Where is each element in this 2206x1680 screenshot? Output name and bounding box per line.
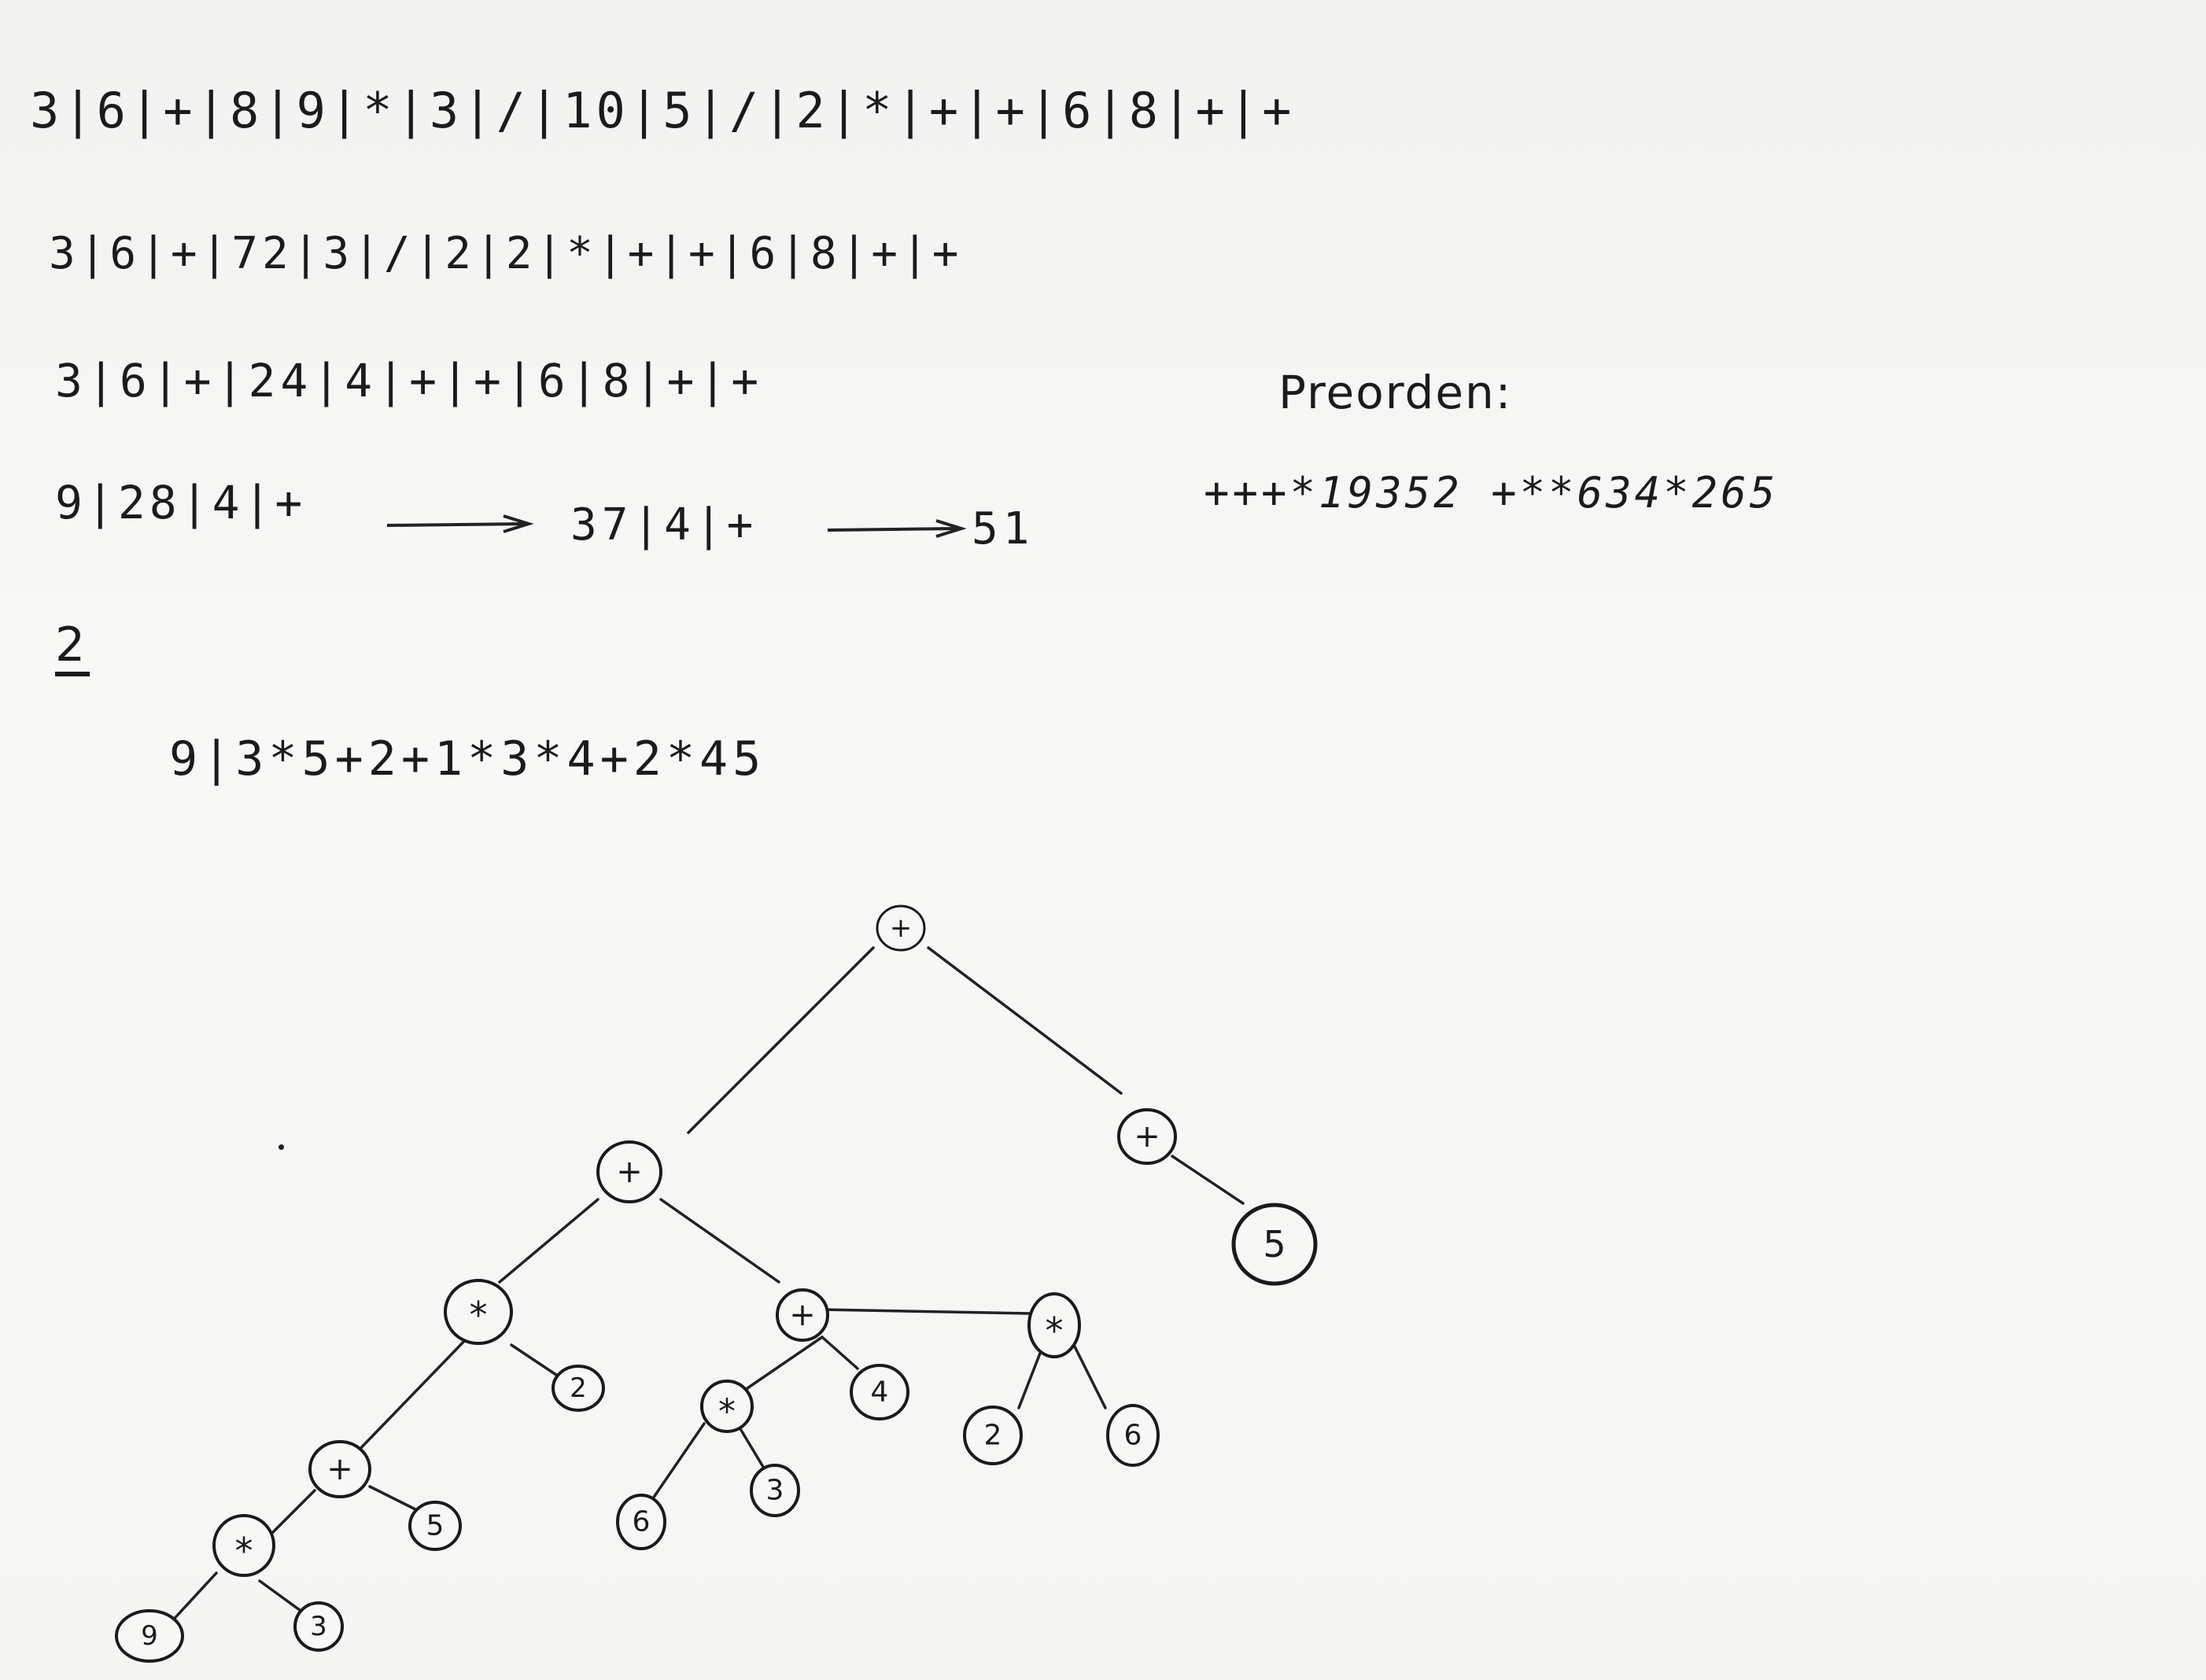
evaluation-step-5: 37|4|+: [570, 499, 758, 551]
tree-node: [1106, 1404, 1160, 1467]
tree-node-label: 6: [633, 1506, 651, 1538]
tree-node-label: *: [235, 1530, 253, 1572]
tree-edge: [659, 1198, 780, 1284]
tree-node: [963, 1406, 1023, 1465]
tree-node: [212, 1514, 275, 1577]
tree-edge: [687, 946, 875, 1134]
tree-node-label: 4: [871, 1376, 889, 1409]
tree-edge: [651, 1422, 706, 1500]
tree-node: [308, 1440, 371, 1498]
arrow-right-icon: [827, 519, 967, 538]
tree-node-label: 2: [570, 1372, 587, 1404]
tree-node-label: 2: [984, 1420, 1002, 1452]
tree-edge: [738, 1426, 765, 1468]
tree-node: [293, 1601, 344, 1652]
tree-edge: [498, 1198, 599, 1284]
tree-node-label: 5: [426, 1510, 445, 1542]
tree-node: [750, 1464, 800, 1517]
infix-expression: 9|3*5+2+1*3*4+2*45: [169, 731, 766, 787]
tree-node-label: +: [1134, 1118, 1160, 1155]
tree-node: [1117, 1108, 1177, 1165]
preorden-value: +++*19352 +**634*265: [1204, 468, 1779, 518]
tree-node-label: +: [326, 1451, 353, 1487]
tree-node-label: +: [890, 912, 913, 944]
tree-edge: [368, 1485, 419, 1512]
tree-edge: [168, 1571, 218, 1626]
tree-node-label: 6: [1124, 1420, 1142, 1452]
evaluation-step-2: 3|6|+|72|3|/|2|2|*|+|+|6|8|+|+: [49, 228, 963, 279]
evaluation-step-1: 3|6|+|8|9|*|3|/|10|5|/|2|*|+|+|6|8|+|+: [30, 82, 1296, 139]
tree-node: [1231, 1203, 1318, 1286]
tree-node: [596, 1140, 662, 1203]
tree-edge: [352, 1336, 470, 1457]
tree-edge: [927, 946, 1123, 1095]
tree-node: [776, 1288, 829, 1342]
tree-node: [1027, 1292, 1081, 1358]
tree-node-label: 5: [1263, 1223, 1286, 1266]
tree-node: [408, 1501, 462, 1551]
tree-edge: [1068, 1336, 1107, 1409]
tree-node: [700, 1380, 754, 1433]
tree-edge: [821, 1336, 859, 1370]
tree-node-label: 3: [766, 1475, 784, 1507]
tree-node: [876, 904, 926, 952]
preorden-label: Preorden:: [1278, 366, 1513, 419]
tree-edge: [1171, 1155, 1245, 1205]
tree-node: [552, 1365, 605, 1412]
tree-edge: [258, 1579, 304, 1614]
tree-edge: [510, 1343, 560, 1378]
tree-node: [850, 1364, 909, 1420]
tree-node-label: *: [718, 1392, 736, 1432]
tree-node-label: 3: [310, 1611, 327, 1642]
tree-node-label: +: [789, 1297, 816, 1333]
tree-node: [616, 1494, 666, 1550]
tree-edge: [746, 1336, 824, 1390]
tree-edge: [821, 1308, 1032, 1315]
tree-node: [444, 1279, 513, 1345]
arrow-right-icon: [386, 514, 534, 533]
section-number: 2: [55, 617, 90, 672]
tree-node-label: 9: [141, 1620, 158, 1652]
tree-node: [115, 1609, 184, 1663]
tree-node-label: *: [1046, 1310, 1064, 1352]
tree-node-label: *: [470, 1294, 488, 1336]
evaluation-step-4: 9|28|4|+: [55, 476, 307, 529]
stray-pencil-dot: [279, 1144, 284, 1150]
evaluation-step-3: 3|6|+|24|4|+|+|6|8|+|+: [55, 354, 764, 407]
evaluation-result: 51: [972, 503, 1035, 554]
tree-node-label: +: [616, 1154, 643, 1190]
